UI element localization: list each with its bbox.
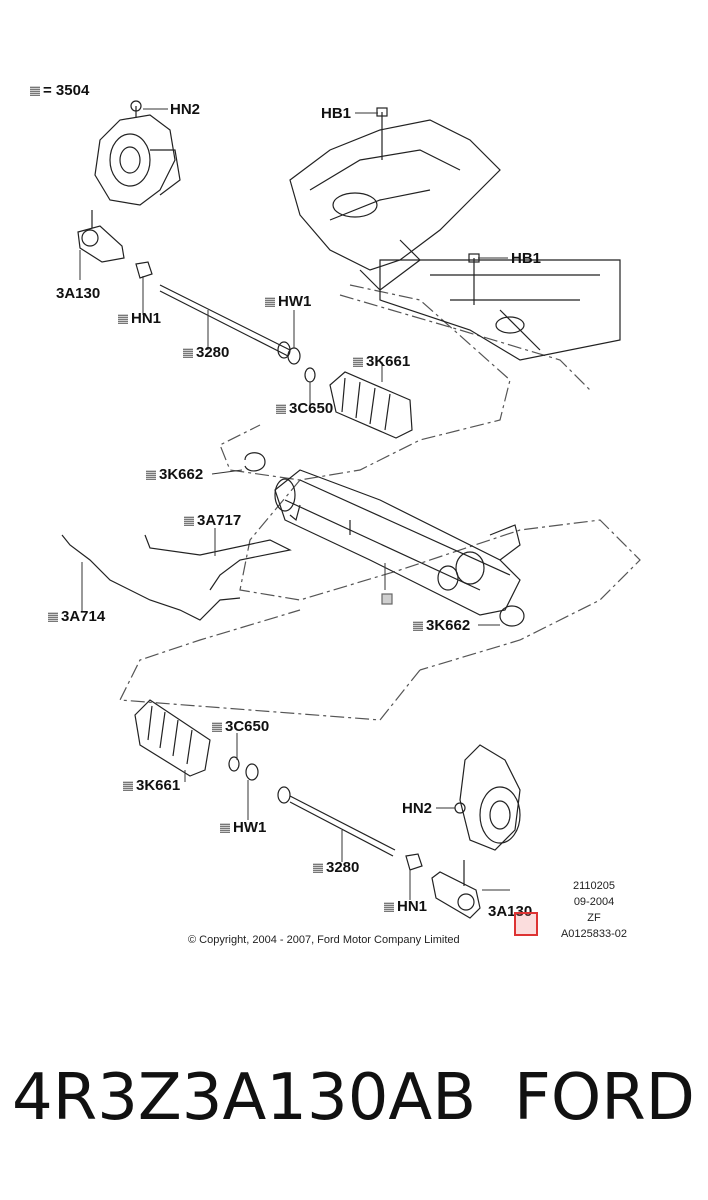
- label-3a714: 3A714: [48, 609, 105, 624]
- upper-subframe: [289, 119, 621, 361]
- tie-rod-end-left: [77, 210, 125, 263]
- square-marker: [384, 902, 394, 912]
- square-marker: [184, 516, 194, 526]
- legend-square: [30, 86, 40, 96]
- inner-tie-rod-upper: [159, 284, 291, 359]
- leader-lines: [79, 108, 510, 900]
- clamp-3c650-right: [228, 756, 240, 772]
- label-hn2-top: HN2: [170, 101, 201, 118]
- steering-gear-housing: [274, 469, 521, 616]
- label-3k662-upper: 3K662: [146, 467, 203, 482]
- clamp-hw1-left: [287, 347, 301, 365]
- label-3a130-left: 3A130: [56, 285, 101, 302]
- square-marker: [183, 348, 193, 358]
- label-3k661-lower: 3K661: [123, 778, 180, 793]
- line-3a717: [144, 534, 292, 591]
- square-marker: [353, 357, 363, 367]
- steering-exploded-diagram: [61, 100, 641, 919]
- square-marker: [118, 314, 128, 324]
- lower-knuckle-assembly: [454, 744, 521, 851]
- square-marker: [313, 863, 323, 873]
- boot-3k661-lower: [134, 699, 211, 777]
- meta-date: 09-2004: [573, 896, 615, 908]
- clamp-3c650-left: [304, 367, 316, 383]
- boot-3k661-upper: [329, 371, 413, 439]
- clamp-hw1-right: [245, 763, 259, 781]
- label-3c650-lower: 3C650: [212, 719, 269, 734]
- meta-code: 2110205: [572, 880, 615, 892]
- clamp-3k662-lower: [499, 605, 525, 627]
- upper-knuckle-assembly: [94, 100, 181, 206]
- label-3280-left: 3280: [183, 345, 229, 360]
- meta-ref: A0125833-02: [560, 928, 628, 940]
- highlight-box: [514, 912, 538, 936]
- square-marker: [220, 823, 230, 833]
- label-3c650-upper: 3C650: [276, 401, 333, 416]
- label-3k661-upper: 3K661: [353, 354, 410, 369]
- nut-hn1-right: [405, 853, 423, 871]
- label-3a130-right: 3A130: [488, 903, 533, 920]
- label-hb1-mid: HB1: [511, 250, 542, 267]
- copyright-notice: © Copyright, 2004 - 2007, Ford Motor Com…: [188, 934, 460, 946]
- square-marker: [265, 297, 275, 307]
- nut-hn1-left: [135, 261, 153, 279]
- square-marker: [413, 621, 423, 631]
- square-marker: [48, 612, 58, 622]
- square-marker: [212, 722, 222, 732]
- clamp-3k662-upper: [244, 452, 266, 472]
- label-hn1-left: HN1: [118, 311, 161, 326]
- part-number: 4R3Z3A130AB: [12, 1061, 477, 1135]
- bolt-hb1-lower: [468, 253, 480, 305]
- label-3k662-lower: 3K662: [413, 618, 470, 633]
- bolt-hb1-upper: [376, 107, 388, 160]
- label-3280-right: 3280: [313, 860, 359, 875]
- square-marker: [276, 404, 286, 414]
- label-hb1-top: HB1: [321, 105, 352, 122]
- square-marker: [146, 470, 156, 480]
- label-hn2-right: HN2: [402, 800, 433, 817]
- line-3a714: [61, 534, 241, 621]
- drawing-metadata: 2110205 09-2004 ZF A0125833-02: [554, 878, 634, 942]
- square-marker: [123, 781, 133, 791]
- legend-label: = 3504: [30, 83, 89, 98]
- label-hw1-right: HW1: [220, 820, 266, 835]
- label-hw1-left: HW1: [265, 294, 311, 309]
- alignment-outlines: [119, 284, 641, 721]
- label-3a717: 3A717: [184, 513, 241, 528]
- inner-tie-rod-lower: [277, 786, 396, 857]
- brand-name: FORD: [514, 1061, 695, 1135]
- meta-initials: ZF: [587, 912, 601, 924]
- label-hn1-right: HN1: [384, 899, 427, 914]
- reference-marker: [381, 593, 393, 605]
- tie-rod-end-right: [431, 860, 481, 919]
